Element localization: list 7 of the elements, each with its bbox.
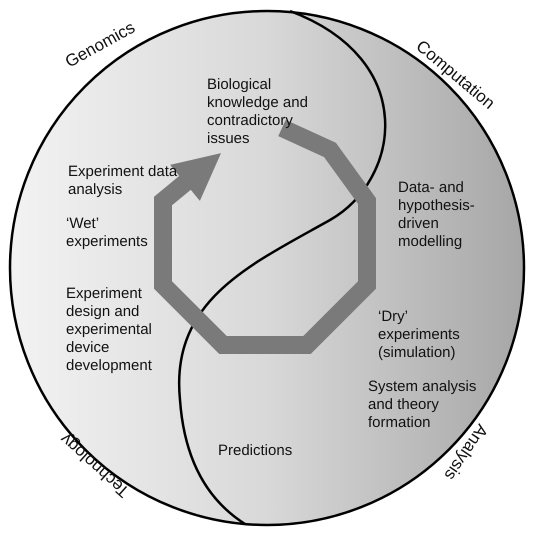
stage-label: ‘Dry’ experiments (simulation) (378, 308, 461, 362)
stage-label: Experiment data analysis (68, 163, 178, 199)
stage-label: ‘Wet’ experiments (66, 215, 149, 251)
stage-label: Data- and hypothesis-driven modelling (398, 179, 476, 251)
stage-label: Predictions (218, 442, 294, 460)
stage-label: Biological knowledge and contradictory issues (207, 76, 309, 148)
stage-label: Experiment design and experimental device development (66, 285, 153, 375)
